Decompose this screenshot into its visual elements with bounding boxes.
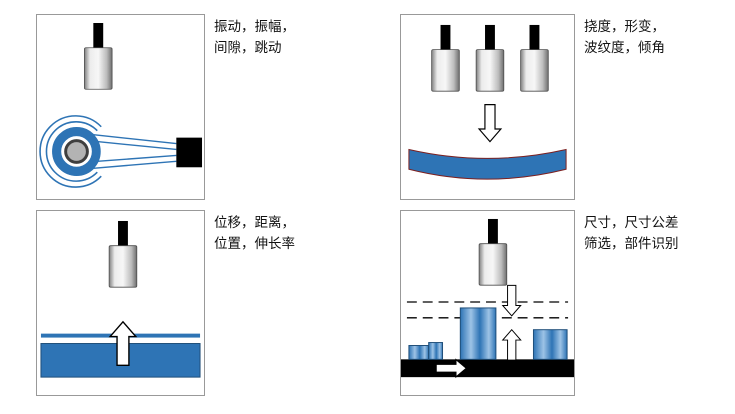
sensor-icon — [520, 24, 549, 92]
part-block-medium — [532, 329, 568, 360]
caption-vibration: 振动，振幅， 间隙，跳动 — [214, 16, 295, 58]
down-arrow-icon — [478, 104, 502, 143]
caption-line: 挠度，形变， — [584, 19, 665, 34]
down-arrow-icon — [502, 284, 522, 317]
caption-line: 位移，距离， — [214, 215, 295, 230]
conveyor-belt — [401, 359, 574, 378]
shaft-core — [64, 139, 89, 164]
panel-deflection — [400, 14, 575, 200]
shaft-line — [97, 154, 177, 163]
part-block-small — [408, 345, 430, 360]
sensor-icon — [475, 24, 505, 92]
caption-line: 筛选，部件识别 — [584, 236, 679, 251]
caption-line: 位置，伸长率 — [214, 236, 295, 251]
shaft-line — [97, 140, 177, 151]
dimension-illustration — [401, 218, 574, 378]
caption-line: 间隙，跳动 — [214, 40, 282, 55]
vibration-arc — [45, 121, 98, 182]
shaft-line — [93, 133, 177, 145]
up-arrow-icon — [502, 329, 522, 361]
vibration-illustration — [39, 22, 203, 188]
caption-dimension-sorting: 尺寸，尺寸公差 筛选，部件识别 — [584, 212, 679, 254]
bearing-block — [176, 137, 203, 168]
displacement-illustration — [40, 220, 201, 378]
panel-displacement — [36, 210, 205, 396]
caption-line: 尺寸，尺寸公差 — [584, 215, 679, 230]
sensor-icon — [108, 220, 138, 288]
caption-deflection: 挠度，形变， 波纹度，倾角 — [584, 16, 665, 58]
part-block-small — [428, 342, 444, 360]
sensor-icon — [478, 218, 508, 286]
sensor-icon — [431, 24, 460, 92]
caption-line: 波纹度，倾角 — [584, 40, 665, 55]
shaft-line — [93, 160, 177, 169]
caption-line: 振动，振幅， — [214, 19, 295, 34]
deflected-plate — [408, 148, 567, 180]
panel-vibration — [36, 14, 205, 200]
caption-displacement: 位移，距离， 位置，伸长率 — [214, 212, 295, 254]
panel-dimension-sorting — [400, 210, 575, 396]
part-block-tall — [459, 307, 497, 360]
vibration-arc — [39, 115, 102, 188]
sensor-icon — [84, 22, 113, 90]
deflection-illustration — [408, 24, 567, 180]
